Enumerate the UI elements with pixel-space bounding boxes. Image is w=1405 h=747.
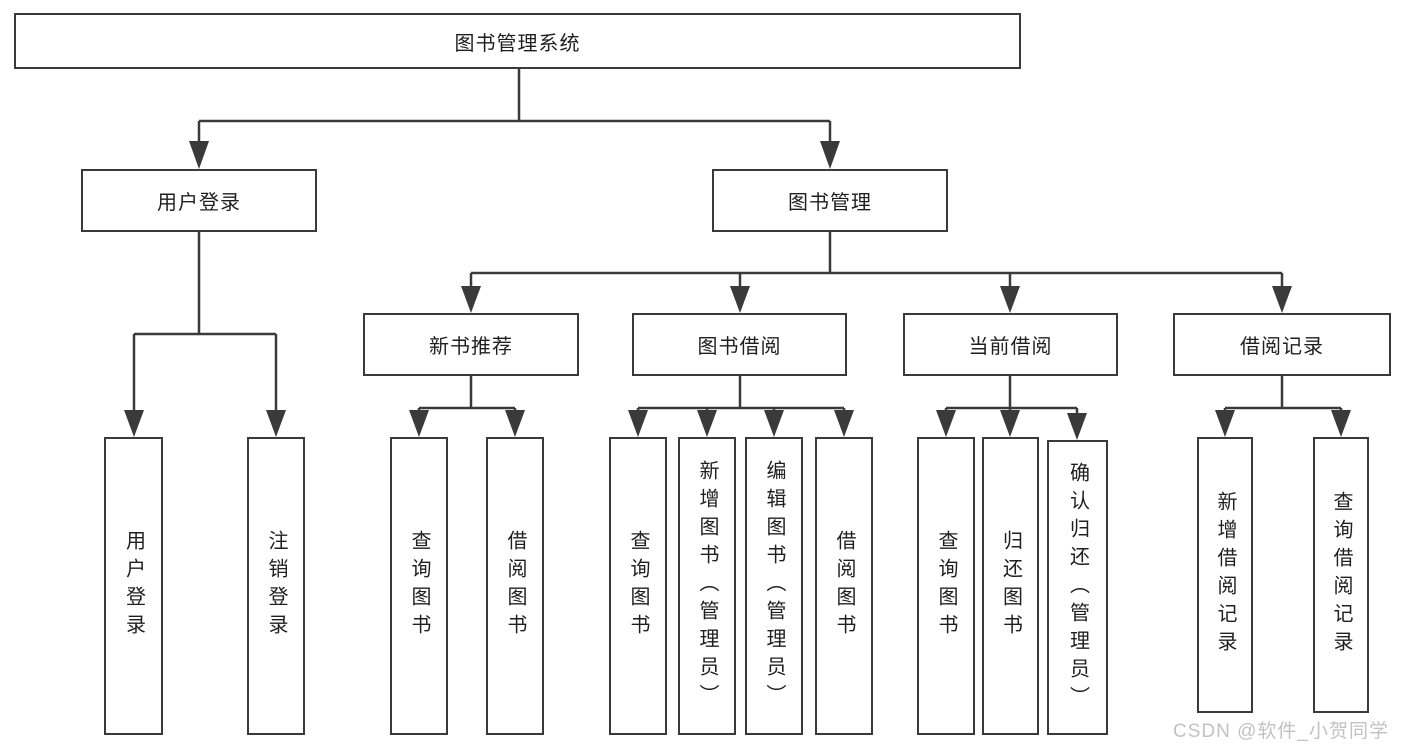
leaf-logout: 注销登录: [247, 437, 305, 735]
leaf-borrow-books-recommend: 借阅图书: [486, 437, 544, 735]
leaf-query-books-borrow: 查询图书: [609, 437, 667, 735]
leaf-label: 查询借阅记录: [1330, 491, 1352, 659]
leaf-add-book-admin: 新增图书（管理员）: [678, 437, 736, 735]
watermark: CSDN @软件_小贺同学: [1173, 721, 1389, 742]
leaf-label: 注销登录: [265, 530, 287, 642]
leaf-label: 编辑图书（管理员）: [763, 460, 785, 712]
leaf-borrow-books: 借阅图书: [815, 437, 873, 735]
leaf-label: 新增借阅记录: [1214, 491, 1236, 659]
node-borrowing-records: 借阅记录: [1173, 313, 1391, 376]
leaf-label: 新增图书（管理员）: [696, 460, 718, 712]
leaf-query-books-current: 查询图书: [917, 437, 975, 735]
leaf-label: 查询图书: [627, 530, 649, 642]
leaf-label: 借阅图书: [833, 530, 855, 642]
node-book-management: 图书管理: [712, 169, 948, 232]
leaf-label: 确认归还（管理员）: [1066, 461, 1089, 714]
leaf-label: 归还图书: [999, 530, 1022, 642]
leaf-confirm-return-admin: 确认归还（管理员）: [1047, 440, 1108, 735]
leaf-label: 查询图书: [408, 530, 430, 642]
leaf-label: 借阅图书: [504, 530, 526, 642]
node-library-management-system: 图书管理系统: [14, 13, 1021, 69]
node-book-borrowing: 图书借阅: [632, 313, 847, 376]
node-current-borrowing: 当前借阅: [903, 313, 1118, 376]
leaf-label: 用户登录: [122, 530, 145, 642]
leaf-query-books-recommend: 查询图书: [390, 437, 448, 735]
leaf-user-login: 用户登录: [104, 437, 163, 735]
leaf-edit-book-admin: 编辑图书（管理员）: [745, 437, 803, 735]
leaf-label: 查询图书: [935, 530, 957, 642]
leaf-query-borrow-record: 查询借阅记录: [1313, 437, 1369, 713]
leaf-add-borrow-record: 新增借阅记录: [1197, 437, 1253, 713]
node-user-login: 用户登录: [81, 169, 317, 232]
node-new-book-recommend: 新书推荐: [363, 313, 579, 376]
leaf-return-book: 归还图书: [982, 437, 1039, 735]
